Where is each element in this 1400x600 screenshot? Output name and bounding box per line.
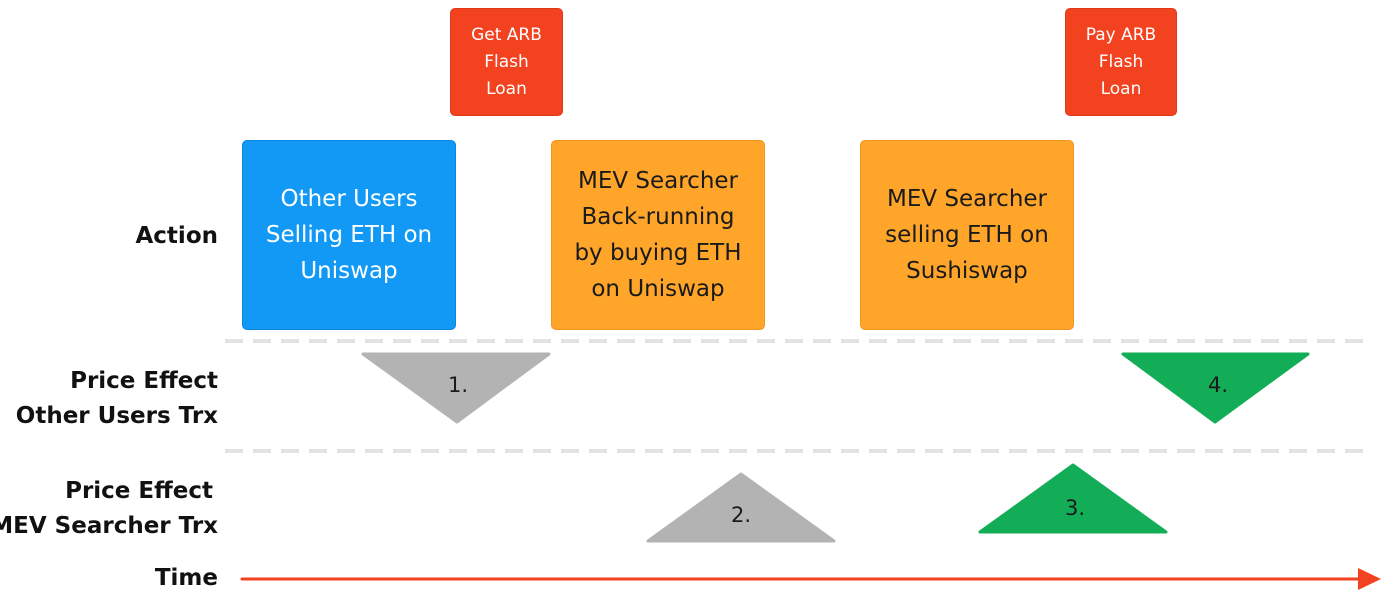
row-label-price-effect-other: Price Effect Other Users Trx — [16, 364, 218, 434]
row-label-price-effect-mev: Price Effect MEV Searcher Trx — [0, 474, 218, 544]
other-users-action-label: Other Users Selling ETH on Uniswap — [265, 186, 433, 284]
effect-1-label: 1. — [447, 373, 469, 397]
effect-1-down-triangle — [361, 352, 551, 424]
mev-backrun-action-label: MEV Searcher Back-running by buying ETH … — [574, 168, 742, 302]
pay-flash-loan-label: Pay ARB Flash Loan — [1085, 24, 1157, 99]
time-arrow-head-icon — [1358, 568, 1381, 590]
row-label-action: Action — [136, 219, 219, 254]
effect-2-label: 2. — [730, 503, 752, 527]
effect-4-down-triangle — [1121, 352, 1310, 424]
get-flash-loan-label: Get ARB Flash Loan — [471, 24, 542, 99]
mev-backrun-action-box: MEV Searcher Back-running by buying ETH … — [551, 140, 765, 330]
effect-3-label: 3. — [1064, 496, 1086, 520]
row-label-price-effect-other-line2: Other Users Trx — [15, 403, 218, 429]
row-label-price-effect-mev-line1: Price Effect — [65, 478, 213, 504]
mev-sell-action-label: MEV Searcher selling ETH on Sushiswap — [885, 186, 1049, 284]
get-flash-loan-box: Get ARB Flash Loan — [450, 8, 563, 116]
effect-4-label: 4. — [1207, 373, 1229, 397]
other-users-action-box: Other Users Selling ETH on Uniswap — [242, 140, 456, 330]
row-label-time-text: Time — [154, 565, 218, 591]
row-label-time: Time — [155, 561, 218, 596]
row-label-price-effect-other-line1: Price Effect — [70, 368, 218, 394]
effect-2-up-triangle — [646, 472, 836, 543]
pay-flash-loan-box: Pay ARB Flash Loan — [1065, 8, 1177, 116]
mev-sell-action-box: MEV Searcher selling ETH on Sushiswap — [860, 140, 1074, 330]
effect-3-up-triangle — [978, 463, 1168, 534]
row-label-action-text: Action — [135, 223, 219, 249]
row-label-price-effect-mev-line2: MEV Searcher Trx — [0, 513, 218, 539]
